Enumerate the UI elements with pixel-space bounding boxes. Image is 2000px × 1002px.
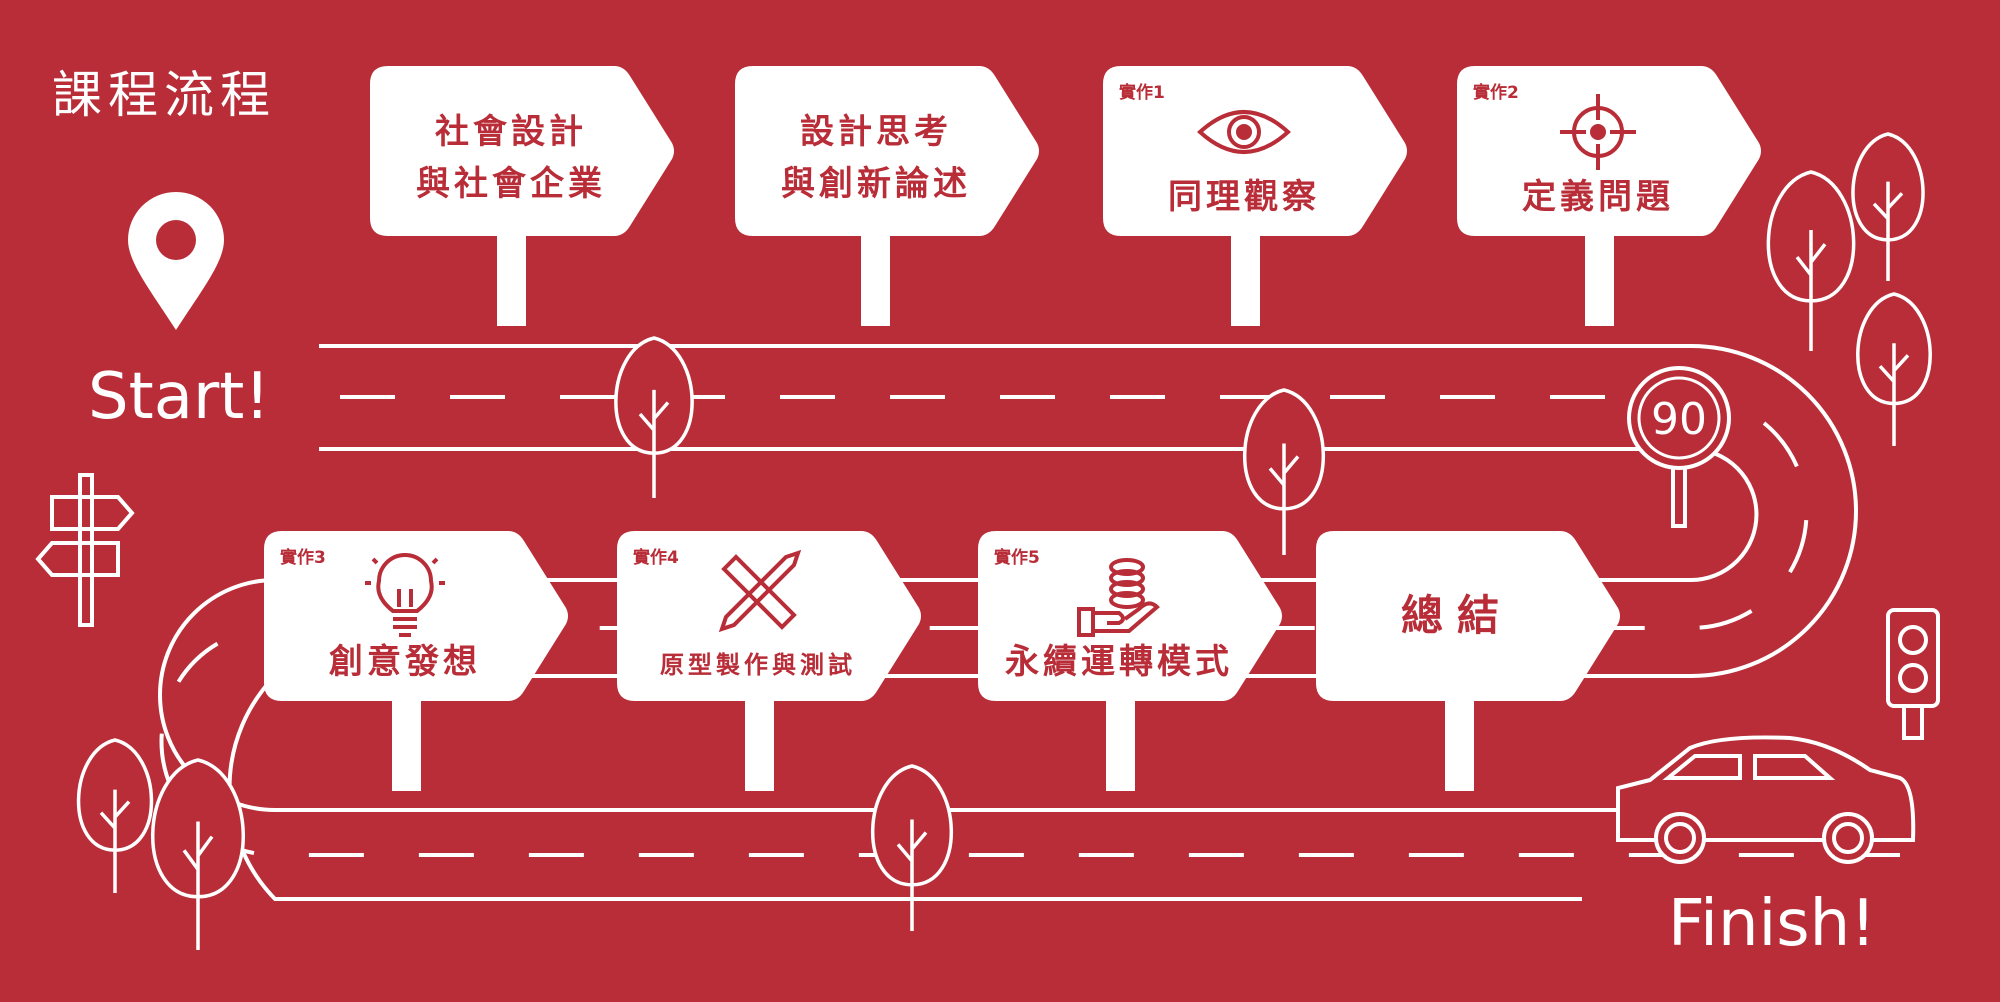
sign-tag: 實作4 xyxy=(633,547,679,568)
sign-label: 設計思考 xyxy=(800,112,952,152)
location-pin-icon xyxy=(128,192,224,330)
traffic-light-icon xyxy=(1886,608,1940,740)
sign-post xyxy=(1445,699,1474,791)
tree-icon xyxy=(871,764,953,931)
course-sign: 實作1 同理觀察 xyxy=(1103,66,1407,326)
sign-post xyxy=(1106,699,1135,791)
target-icon xyxy=(1560,94,1636,170)
start-label: Start! xyxy=(88,360,270,434)
sign-board xyxy=(1316,531,1620,701)
sign-label: 與創新論述 xyxy=(781,164,971,204)
coins-hand-icon xyxy=(1077,558,1160,637)
sign-label: 永續運轉模式 xyxy=(1005,642,1233,682)
tree-icon xyxy=(76,738,154,893)
sign-board xyxy=(264,531,568,701)
sign-post xyxy=(392,699,421,791)
tree-icon xyxy=(1856,292,1932,446)
sign-post xyxy=(1231,234,1260,326)
course-sign: 實作3 創意發想 xyxy=(264,531,568,791)
course-sign: 實作2 定義問題 xyxy=(1457,66,1761,326)
eye-icon xyxy=(1197,110,1291,154)
course-sign: 總結 xyxy=(1316,531,1620,791)
speed-limit-sign: 90 xyxy=(1627,366,1731,528)
trees xyxy=(76,132,1932,950)
course-sign: 實作4 原型製作與測試 xyxy=(617,531,921,791)
tree-icon xyxy=(151,758,245,950)
sign-tag: 實作5 xyxy=(994,547,1040,568)
car-icon xyxy=(1616,735,1916,864)
sign-label: 總結 xyxy=(1401,591,1513,640)
tree-icon xyxy=(1851,132,1925,281)
sign-label: 與社會企業 xyxy=(416,164,606,204)
sign-board xyxy=(370,66,674,236)
tree-icon xyxy=(1766,170,1856,351)
sign-label: 原型製作與測試 xyxy=(660,651,856,679)
sign-post xyxy=(745,699,774,791)
sign-label: 定義問題 xyxy=(1522,177,1674,217)
tree-icon xyxy=(1243,388,1325,555)
course-sign: 實作5 永續運轉模式 xyxy=(978,531,1282,791)
sign-post xyxy=(861,234,890,326)
pencil-ruler-icon xyxy=(718,549,802,633)
speed-limit-value: 90 xyxy=(1651,394,1707,445)
sign-tag: 實作1 xyxy=(1119,82,1165,103)
direction-signpost-icon xyxy=(35,473,135,627)
finish-label: Finish! xyxy=(1668,887,1876,961)
course-signs: 社會設計與社會企業設計思考與創新論述實作1同理觀察實作2定義問題實作3創意發想實… xyxy=(264,66,1761,791)
tree-icon xyxy=(614,336,694,498)
sign-tag: 實作2 xyxy=(1473,82,1519,103)
sign-label: 創意發想 xyxy=(329,642,481,682)
sign-tag: 實作3 xyxy=(280,547,326,568)
lightbulb-icon xyxy=(365,553,445,637)
sign-post xyxy=(497,234,526,326)
sign-label: 同理觀察 xyxy=(1168,177,1320,217)
sign-label: 社會設計 xyxy=(435,112,587,152)
sign-post xyxy=(1585,234,1614,326)
sign-board xyxy=(1457,66,1761,236)
page-title: 課程流程 xyxy=(52,66,276,124)
sign-board xyxy=(735,66,1039,236)
